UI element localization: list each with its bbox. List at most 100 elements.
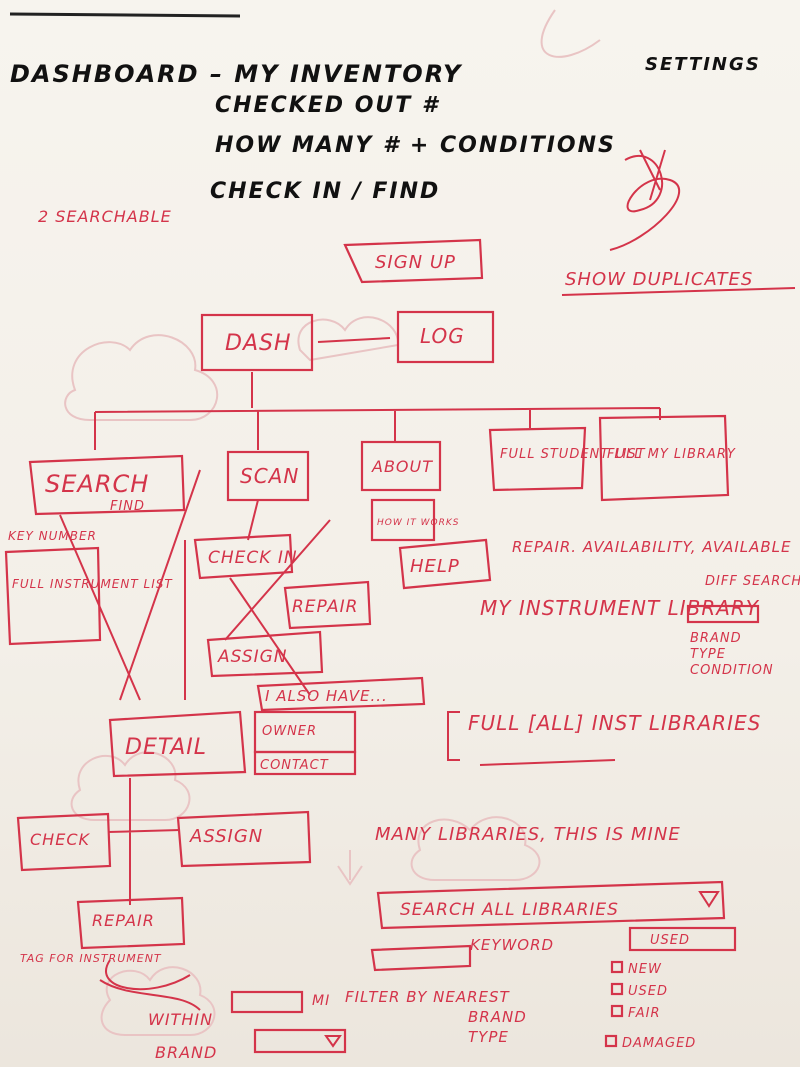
note-filter-nearest: FILTER BY NEAREST: [345, 988, 511, 1006]
header-line-3: HOW MANY # + CONDITIONS: [215, 133, 616, 158]
brand2-label: BRAND: [155, 1043, 217, 1062]
condition-select-label: USED: [650, 933, 690, 948]
detail-box: [108, 710, 247, 778]
student-list-label: FULL STUDENT LIST: [500, 447, 646, 462]
signup-box: [343, 238, 484, 284]
top-pencil-line: [9, 12, 241, 18]
note-show-duplicates: SHOW DUPLICATES: [565, 269, 753, 290]
student-list-box: [488, 426, 587, 492]
log-label: LOG: [420, 324, 465, 348]
my-library-label: FULL MY LIBRARY: [607, 447, 736, 462]
full-instrument-list-box: [4, 546, 102, 646]
within-label: WITHIN: [148, 1010, 213, 1029]
search-all-label: SEARCH ALL LIBRARIES: [400, 900, 619, 920]
search-label: SEARCH: [45, 470, 149, 498]
signature-scribble: [609, 149, 680, 251]
checkbox-used: [610, 982, 624, 996]
note-type: TYPE: [468, 1028, 509, 1046]
scan-label: SCAN: [240, 464, 299, 488]
note-all-libraries: FULL [ALL] INST LIBRARIES: [468, 711, 761, 735]
dash-tree: [94, 372, 661, 450]
ghost-cloud-bl: [100, 966, 216, 1036]
full-instrument-list-label: FULL INSTRUMENT LIST: [12, 577, 173, 591]
search-sublabel: FIND: [110, 499, 145, 514]
detail-label: DETAIL: [125, 735, 207, 760]
filter-box: [686, 604, 760, 624]
dash-log-connector: [317, 337, 391, 343]
checkbox-used-label: USED: [628, 984, 668, 999]
note-many-libraries: MANY LIBRARIES, THIS IS MINE: [375, 824, 681, 845]
header-corner-settings: SETTINGS: [645, 54, 761, 75]
dash-label: DASH: [225, 331, 292, 356]
repair2-box: [76, 896, 186, 950]
check-label: CHECK: [30, 830, 90, 849]
also-have-label: I ALSO HAVE...: [265, 687, 388, 705]
owner-label: OWNER: [262, 724, 317, 739]
ghost-loop-top: [540, 9, 601, 58]
ghost-cloud-bottom: [70, 751, 191, 821]
note-my-instrument-library-1: MY INSTRUMENT LIBRARY: [480, 596, 760, 620]
assign2-box: [176, 810, 312, 868]
contact-box: [253, 750, 357, 776]
header-line-2: CHECKED OUT #: [215, 93, 440, 118]
ghost-arrow: [337, 850, 363, 886]
filter-brand: BRAND: [690, 631, 742, 646]
header-line-1: DASHBOARD – MY INVENTORY: [10, 60, 463, 88]
brand2-box: [253, 1028, 347, 1054]
checkbox-fair-label: FAIR: [628, 1006, 660, 1021]
filter-type: TYPE: [690, 647, 726, 662]
checkin-box: [193, 533, 294, 580]
ghost-cloud-mid: [297, 316, 400, 362]
header-line-4: CHECK IN / FIND: [210, 179, 440, 204]
about-label: ABOUT: [371, 457, 433, 476]
tag-squiggle: [99, 959, 201, 1011]
how-it-works-label: HOW IT WORKS: [377, 518, 459, 528]
scan-branch-connectors: [59, 469, 331, 701]
tag-label: TAG FOR INSTRUMENT: [20, 952, 162, 965]
assign-box: [206, 630, 324, 678]
help-label: HELP: [410, 556, 460, 577]
how-it-works-box: [370, 498, 436, 542]
assign2-label: ASSIGN: [189, 826, 263, 847]
assign-label: ASSIGN: [217, 647, 288, 667]
repair-label: REPAIR: [292, 597, 358, 617]
key-number-label: KEY NUMBER: [8, 529, 97, 543]
note-brand: BRAND: [468, 1008, 527, 1026]
checkin-label: CHECK IN: [208, 548, 298, 568]
my-library-box: [598, 414, 730, 502]
log-box: [396, 310, 495, 364]
repair2-label: REPAIR: [92, 911, 155, 930]
also-have-box: [256, 676, 426, 712]
note-searchable: 2 SEARCHABLE: [38, 207, 172, 226]
condition-select-box: [628, 926, 737, 952]
dash-box: [200, 313, 314, 372]
checkbox-damaged: [604, 1034, 618, 1048]
checkbox-fair: [610, 1004, 624, 1018]
filter-condition: CONDITION: [690, 663, 774, 678]
about-box: [360, 440, 442, 492]
within-box: [230, 990, 304, 1014]
search-all-box: [376, 880, 726, 930]
search-all-dropdown-icon: [698, 891, 720, 908]
check-box: [16, 812, 112, 872]
repair-box: [283, 580, 372, 630]
scan-box: [226, 450, 310, 502]
brand2-dropdown-icon: [324, 1035, 342, 1048]
all-libraries-bracket: [447, 711, 460, 761]
note-diff-search: DIFF SEARCH: [705, 574, 800, 589]
keyword-box: [370, 944, 472, 972]
help-box: [398, 538, 492, 590]
checkbox-new-label: NEW: [628, 962, 662, 977]
contact-label: CONTACT: [260, 758, 329, 773]
signup-label: SIGN UP: [375, 252, 456, 273]
search-box: [28, 454, 186, 516]
mi-label: MI: [312, 993, 330, 1009]
underline-all-libraries: [479, 759, 616, 766]
checkbox-damaged-label: DAMAGED: [622, 1036, 696, 1051]
underline-show-duplicates: [561, 287, 796, 296]
ghost-cloud-left: [64, 334, 219, 421]
ghost-cloud-br: [410, 816, 541, 881]
note-repair-availability: REPAIR. AVAILABILITY, AVAILABLE: [512, 538, 792, 556]
